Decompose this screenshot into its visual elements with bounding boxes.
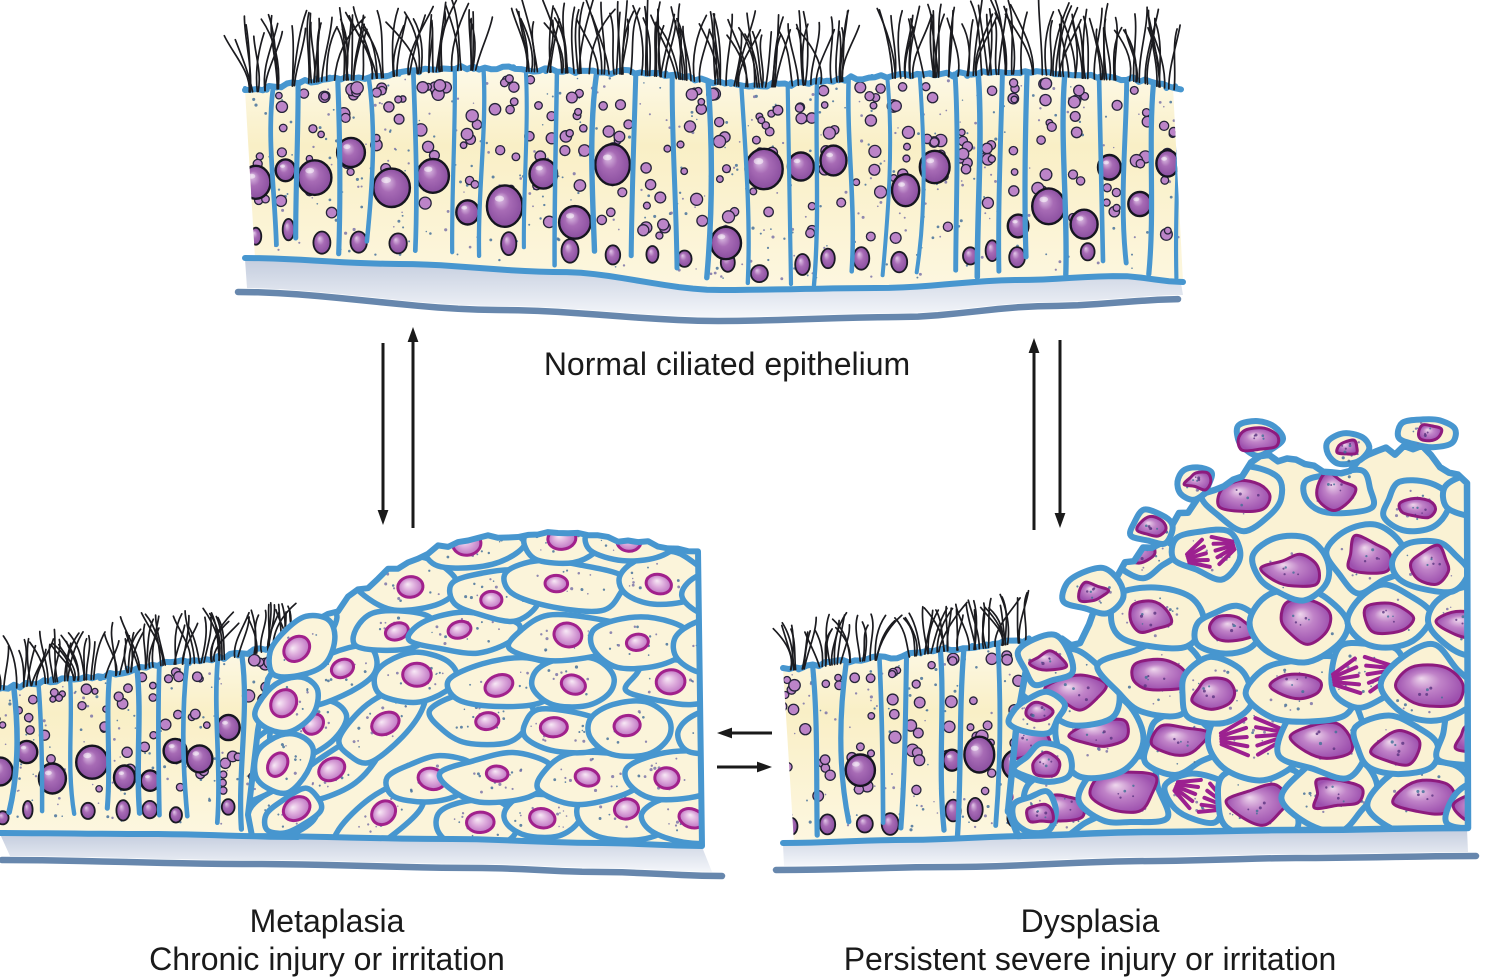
- metaplasia-subtitle: Chronic injury or irritation: [149, 941, 505, 977]
- normal-epithelium-label: Normal ciliated epithelium: [544, 345, 910, 383]
- dysplasia-title: Dysplasia: [1020, 903, 1160, 939]
- arrow-metaplasia-dysplasia: [717, 727, 772, 773]
- dysplasia-label: Dysplasia Persistent severe injury or ir…: [844, 902, 1337, 978]
- normal-epithelium-label-text: Normal ciliated epithelium: [543, 346, 911, 382]
- metaplasia-title: Metaplasia: [249, 903, 405, 939]
- metaplasia-label: Metaplasia Chronic injury or irritation: [149, 902, 505, 978]
- normal-ciliated-epithelium-illustration: [223, 0, 1186, 325]
- metaplasia-illustration: [0, 529, 726, 880]
- dysplasia-illustration: [772, 416, 1480, 874]
- dysplasia-subtitle: Persistent severe injury or irritation: [843, 941, 1337, 977]
- transformation-arrows: [377, 327, 1066, 773]
- arrow-normal-metaplasia: [377, 327, 419, 528]
- arrow-normal-dysplasia: [1028, 338, 1066, 530]
